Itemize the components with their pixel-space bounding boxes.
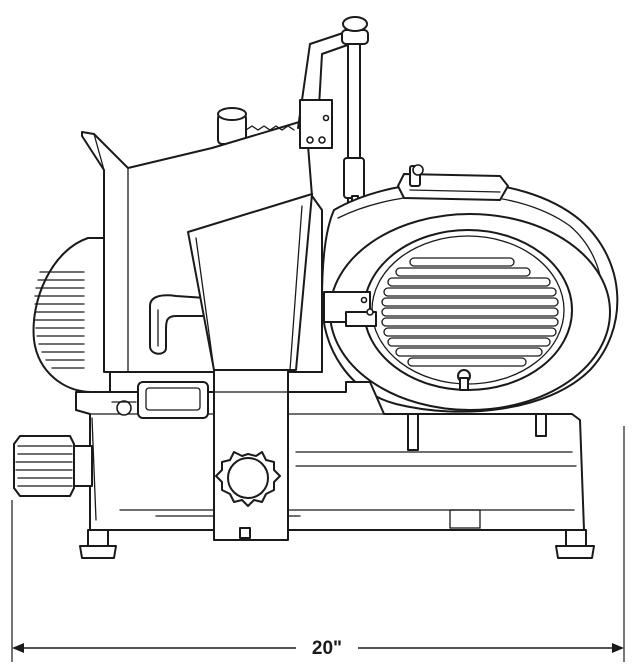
blade-cover-slots [381,257,559,367]
feed-chute [187,193,313,371]
gauge-clamp [323,291,377,327]
support-posts [407,413,547,451]
sharpener [397,164,509,201]
feet [79,529,595,559]
width-dimension-label: 20" [296,636,358,662]
rear-top-knob [217,107,247,145]
blade-assembly [321,180,619,413]
dimension-arrow-left [12,643,24,653]
dimension-arrow-right [612,643,624,653]
motor-housing [32,237,111,393]
thickness-knob [13,435,93,497]
meat-grip-handle [149,294,207,355]
carriage-block [111,381,209,419]
front-column [213,369,289,541]
